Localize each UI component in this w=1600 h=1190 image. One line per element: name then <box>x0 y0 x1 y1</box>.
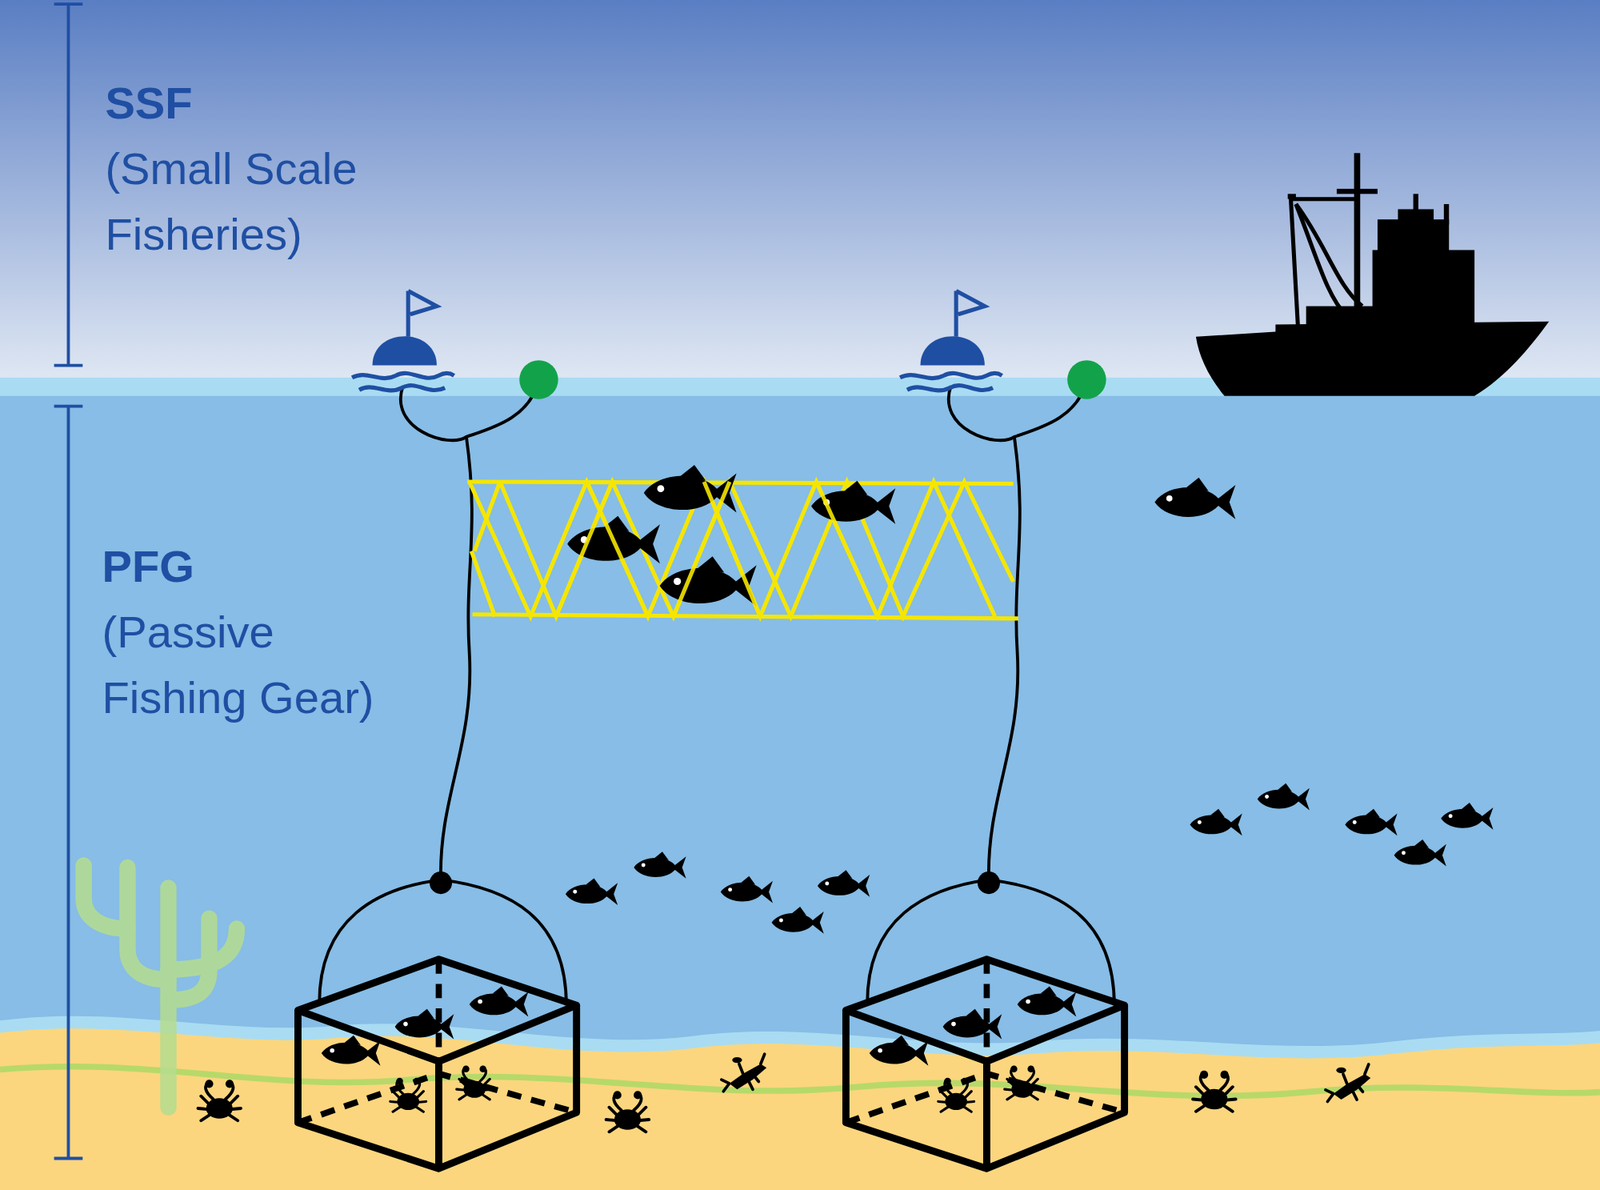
section-abbreviation: SSF <box>104 69 412 136</box>
section-name: (Passive Fishing Gear) <box>102 597 429 731</box>
section-abbreviation: PFG <box>102 532 409 600</box>
section-name: (Small Scale Fisheries) <box>104 134 401 268</box>
